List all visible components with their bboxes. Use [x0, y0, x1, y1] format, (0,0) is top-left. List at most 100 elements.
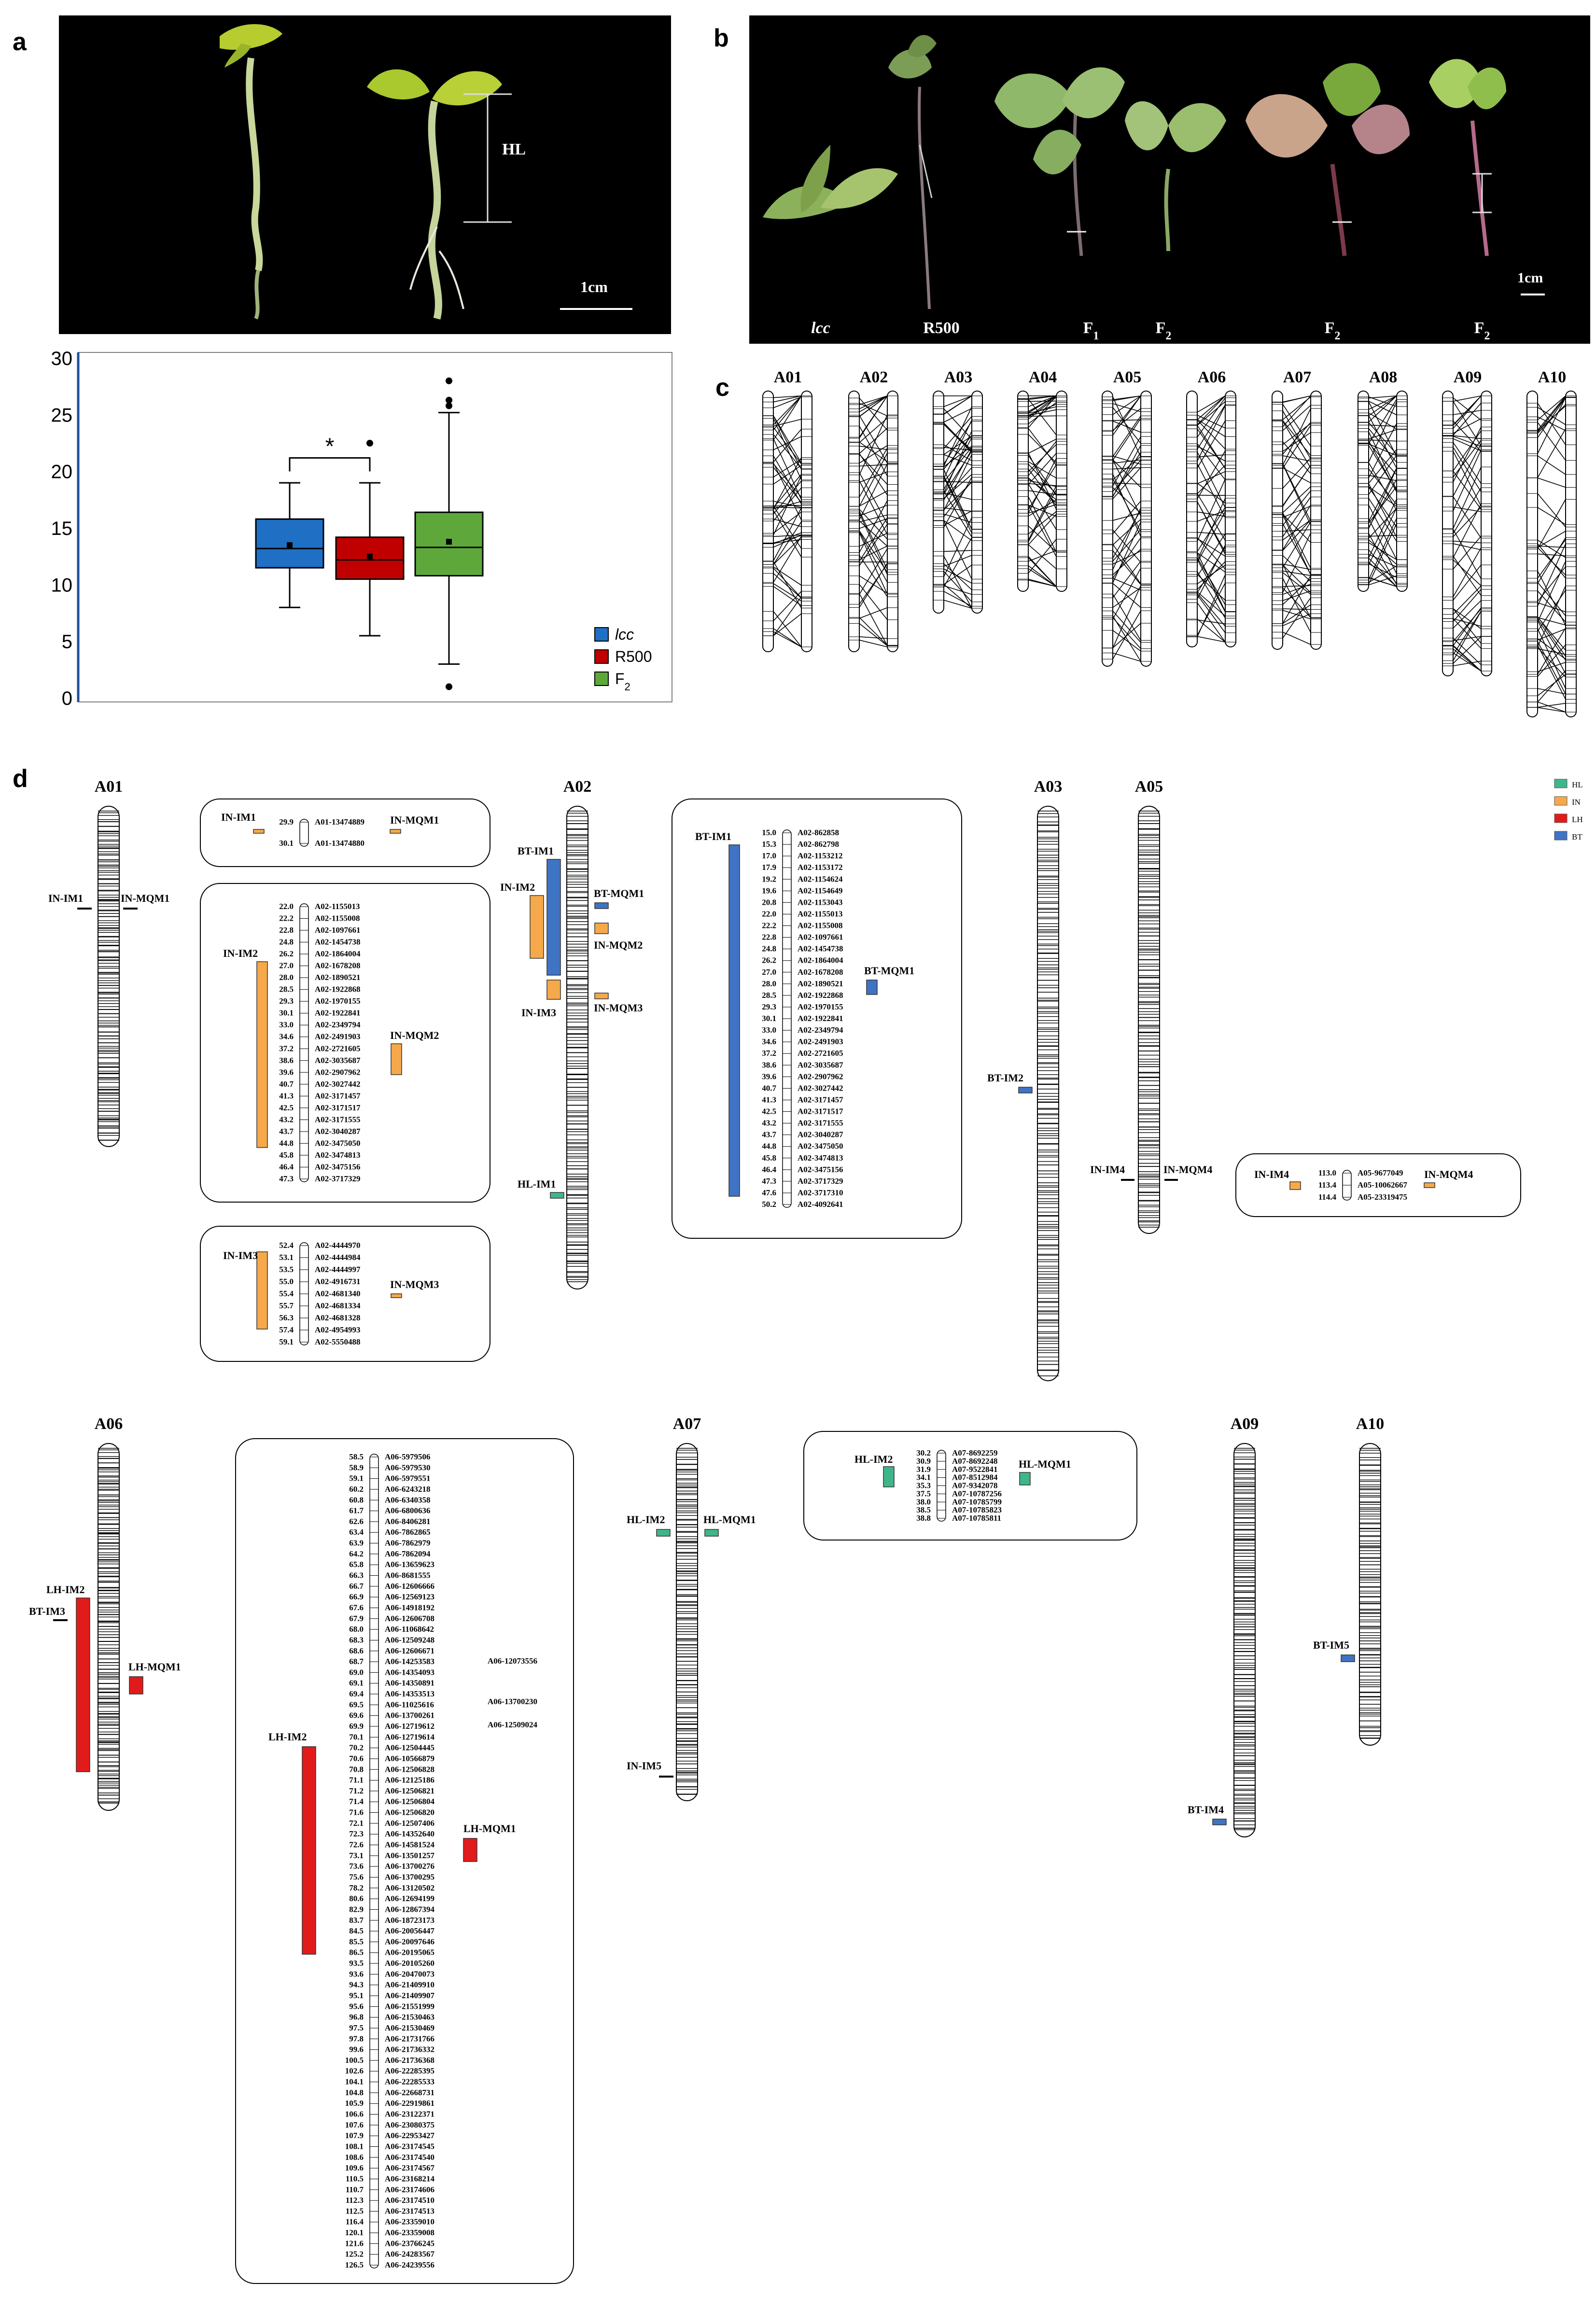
synteny-line	[1368, 432, 1397, 490]
synteny-line	[773, 434, 802, 469]
marker-position: 67.9	[349, 1614, 364, 1623]
synteny-line	[859, 532, 888, 547]
synteny-line	[1368, 487, 1397, 528]
synteny-line	[773, 463, 802, 498]
synteny-line	[1112, 460, 1141, 492]
marker-name: A06-22953427	[385, 2131, 434, 2140]
synteny-line	[1368, 539, 1397, 565]
marker-position: 34.6	[279, 1032, 294, 1041]
synteny-line	[1368, 440, 1397, 492]
synteny-line	[1282, 425, 1311, 469]
synteny-line	[1028, 504, 1057, 517]
marker-position: 69.0	[349, 1667, 364, 1677]
synteny-line	[859, 471, 888, 483]
qtl-label: HL-MQM1	[703, 1513, 756, 1526]
marker-name: A06-13700295	[385, 1872, 434, 1881]
marker-position: 38.8	[916, 1513, 931, 1523]
marker-position: 85.5	[349, 1937, 364, 1946]
synteny-line	[1112, 568, 1141, 619]
marker-name: A02-1155008	[315, 914, 360, 923]
synteny-line	[1537, 617, 1566, 626]
synteny-line	[943, 481, 972, 518]
box-lcc	[255, 518, 324, 569]
synteny-line	[1112, 610, 1141, 659]
marker-name: A07-8512984	[952, 1473, 998, 1482]
marker-position: 66.9	[349, 1592, 364, 1601]
marker-position: 104.1	[345, 2077, 364, 2087]
marker-position: 73.6	[349, 1862, 364, 1871]
marker-name: A02-1970155	[798, 1002, 843, 1011]
marker-name: A06-6800636	[385, 1506, 430, 1515]
zoom-box-bt1-frame	[672, 798, 962, 1239]
synteny-line	[1112, 630, 1141, 652]
chromosome-right	[1565, 391, 1577, 717]
marker-position: 52.4	[279, 1241, 294, 1250]
qtl-label: HL-IM1	[518, 1178, 556, 1190]
synteny-line	[1112, 487, 1141, 514]
marker-name: A02-3475050	[798, 1142, 843, 1151]
synteny-line	[1537, 395, 1566, 420]
synteny-line	[1282, 575, 1311, 624]
synteny-line	[1197, 397, 1226, 438]
legend-swatch-HL	[1554, 779, 1568, 788]
synteny-line	[1197, 501, 1226, 555]
marker-position: 68.3	[349, 1635, 364, 1644]
synteny-line	[1537, 628, 1566, 689]
synteny-line	[859, 415, 888, 476]
marker-name: A02-3035687	[798, 1060, 843, 1069]
marker-name: A02-3717329	[315, 1174, 360, 1183]
synteny-line	[773, 475, 802, 535]
synteny-line	[859, 395, 888, 417]
zoom-box-hl2-frame	[803, 1431, 1137, 1541]
marker-name: A06-13659623	[385, 1560, 434, 1569]
plant-label: R500	[923, 319, 960, 337]
synteny-line	[1282, 597, 1311, 639]
synteny-line	[1282, 563, 1311, 570]
synteny-line	[773, 396, 802, 408]
synteny-line	[859, 513, 888, 575]
marker-name: A06-12506804	[385, 1797, 434, 1806]
marker-name: A07-9342078	[952, 1481, 997, 1490]
zoom-qtl-bar	[1424, 1182, 1435, 1188]
synteny-line	[1368, 399, 1397, 444]
zoom-box-in2-frame	[200, 883, 490, 1203]
qtl-bar-in-mqm3	[594, 993, 609, 999]
marker-name: A02-1154649	[798, 886, 843, 895]
synteny-line	[1197, 420, 1226, 468]
chromosome-a02	[566, 806, 588, 1289]
marker-name: A06-10566879	[385, 1754, 434, 1763]
marker-name: A02-1864004	[798, 956, 843, 965]
qtl-label: IN-MQM2	[594, 939, 643, 951]
synteny-line	[773, 416, 802, 470]
synteny-line	[1282, 532, 1311, 593]
synteny-line	[1537, 561, 1566, 622]
marker-position: 40.7	[279, 1079, 294, 1089]
marker-position: 28.5	[279, 985, 294, 994]
marker-name: A06-12606666	[385, 1582, 434, 1591]
synteny-line	[943, 555, 972, 567]
marker-position: 33.0	[762, 1025, 776, 1035]
marker-position: 125.2	[345, 2250, 364, 2259]
marker-name: A06-24283567	[385, 2250, 434, 2259]
synteny-line	[1537, 455, 1566, 475]
synteny-line	[1453, 435, 1482, 447]
synteny-line	[1453, 503, 1482, 559]
qtl-label: BT-IM5	[1313, 1639, 1349, 1651]
marker-position: 55.0	[279, 1277, 294, 1286]
marker-position: 47.3	[762, 1177, 776, 1186]
marker-position: 27.0	[279, 961, 294, 970]
marker-name: A06-5979530	[385, 1463, 430, 1472]
synteny-line	[1112, 395, 1141, 436]
synteny-line	[1368, 565, 1397, 583]
synteny-line	[1112, 416, 1141, 457]
synteny-line	[1197, 533, 1226, 577]
marker-name: A06-23359010	[385, 2217, 434, 2227]
synteny-line	[1112, 455, 1141, 465]
marker-name: A02-1155008	[798, 921, 843, 930]
marker-name: A02-2721605	[315, 1044, 360, 1053]
chr-title-a06: A06	[95, 1415, 123, 1433]
qtl-bar-bt-im5	[1341, 1654, 1355, 1662]
synteny-line	[1028, 428, 1057, 466]
chr-title-A06: A06	[1198, 368, 1226, 386]
synteny-line	[773, 506, 802, 508]
